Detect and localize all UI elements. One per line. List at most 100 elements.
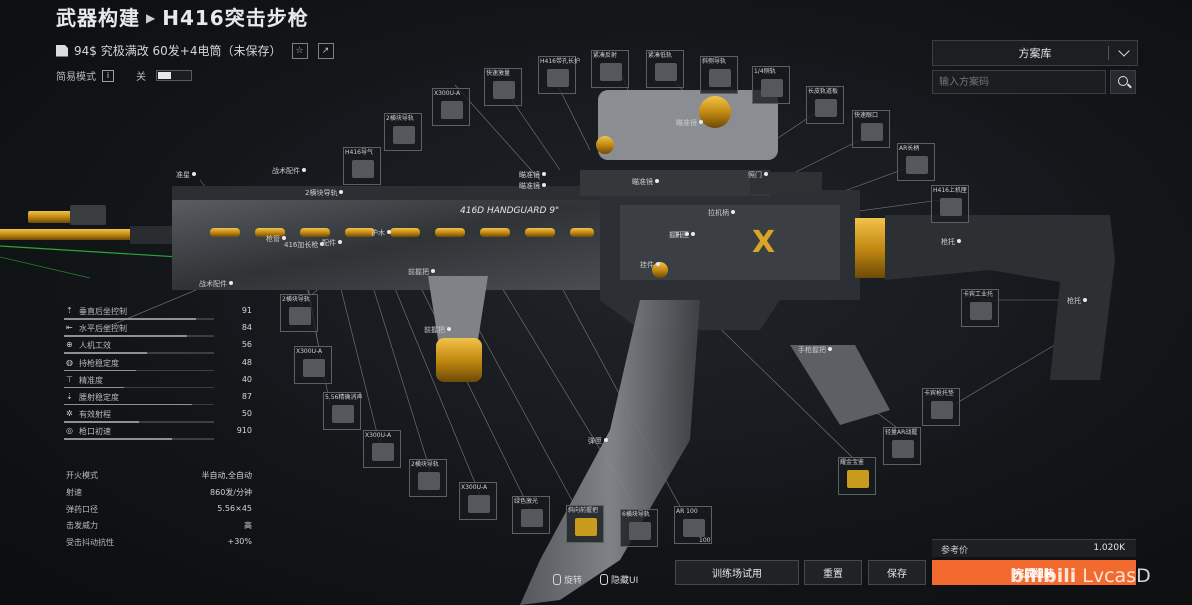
part-slot[interactable]: 紧凑反射	[591, 50, 629, 88]
stat-bar	[64, 421, 214, 423]
tag-stock[interactable]: 枪托	[941, 237, 961, 247]
part-slot[interactable]: 斜侧导轨	[700, 56, 738, 94]
flashlight-icon	[372, 443, 394, 461]
hipfire-icon: ⇣	[66, 391, 73, 401]
stat-bar	[64, 386, 214, 389]
range-icon: ✲	[66, 409, 73, 419]
stat-bar	[64, 438, 214, 440]
reference-price-value: 1.020K	[1093, 543, 1125, 553]
tag-rail[interactable]: 2横块导轨	[305, 188, 343, 198]
part-slot[interactable]: 斜向前握把	[566, 505, 604, 543]
chevron-down-icon	[1118, 45, 1130, 57]
angled-rail-icon	[709, 69, 731, 87]
flashlight-icon	[303, 359, 325, 377]
scheme-library-dropdown[interactable]: 方案库	[932, 40, 1138, 66]
property-row: 击发威力高	[66, 521, 252, 531]
tag-scope[interactable]: 瞄准镜	[519, 170, 546, 180]
part-slot[interactable]: 2横块导轨	[384, 113, 422, 151]
part-slot[interactable]: H416导气	[343, 147, 381, 185]
part-slot[interactable]: 2横块导轨	[409, 459, 447, 497]
part-slot[interactable]: 紧凑低轨	[646, 50, 684, 88]
part-slot[interactable]: 5.56精确消声	[323, 392, 362, 430]
tag-scope[interactable]: 瞄准镜	[632, 177, 659, 187]
part-slot[interactable]: 快速眼口	[852, 110, 890, 148]
gas-block-icon	[352, 160, 374, 178]
part-slot[interactable]: 6横块导轨	[620, 509, 658, 547]
dropdown-divider	[1108, 46, 1109, 60]
part-slot[interactable]: AR长柄	[897, 143, 935, 181]
tag-accessory[interactable]: 配件	[322, 238, 342, 248]
muzzle-icon	[493, 81, 515, 99]
build-info: 94$ 究极满改 60发+4电筒（未保存） ☆ ↗	[56, 42, 334, 59]
svg-text:X: X	[752, 225, 775, 260]
part-slot[interactable]: 轻量AR战握	[883, 427, 921, 465]
tag-grip-rod[interactable]: 握杆	[669, 230, 689, 240]
scheme-code-input[interactable]	[932, 70, 1106, 94]
low-rail-icon	[655, 63, 677, 81]
part-slot[interactable]: 长皮轨道板	[806, 86, 844, 124]
part-slot[interactable]: H416带孔长护	[538, 56, 580, 94]
tag-handguard[interactable]: 护木	[371, 228, 391, 238]
part-slot[interactable]: 卡宾枪托垫	[922, 388, 960, 426]
tag-rear-sight[interactable]: 照门	[748, 170, 768, 180]
rail-block-icon	[289, 307, 311, 325]
horizontal-recoil-icon: ⇤	[66, 323, 73, 333]
tag-magazine[interactable]: 弹匣	[588, 436, 608, 446]
info-icon[interactable]: i	[102, 69, 114, 82]
part-slot[interactable]: 快速激量	[484, 68, 522, 106]
training-range-button[interactable]: 训练场试用	[675, 560, 799, 585]
mouse-icon	[600, 574, 608, 585]
part-slot[interactable]: 1/4侧轨	[752, 66, 790, 104]
part-slot[interactable]: X300U-A	[432, 88, 470, 126]
tag-scope[interactable]: 瞄准镜	[519, 181, 546, 191]
finish-assembly-button[interactable]: 完成组装	[932, 560, 1136, 585]
part-slot[interactable]: X300U-A	[294, 346, 332, 384]
tag-foregrip[interactable]: 前握把	[424, 325, 451, 335]
simple-mode-toggle[interactable]	[156, 70, 192, 81]
tag-front-sight[interactable]: 准星	[176, 170, 196, 180]
tag-extended-barrel[interactable]: 416加长枪	[284, 240, 324, 250]
stock-icon	[970, 302, 992, 320]
rail-engraving: 416D HANDGUARD 9"	[460, 206, 559, 216]
magazine-icon	[683, 519, 705, 537]
reset-button[interactable]: 重置	[804, 560, 862, 585]
part-slot[interactable]: 绿色激光	[512, 496, 550, 534]
tag-pistol-grip[interactable]: 手枪握把	[798, 345, 832, 355]
handguard-icon	[547, 69, 569, 87]
search-button[interactable]	[1110, 70, 1136, 94]
share-icon[interactable]: ↗	[317, 42, 334, 59]
part-slot[interactable]: H416上机匣	[931, 185, 969, 223]
tag-foregrip[interactable]: 前握把	[408, 267, 435, 277]
part-slot[interactable]: X300U-A	[363, 430, 401, 468]
flashlight-icon	[468, 495, 490, 513]
part-slot[interactable]: X300U-A	[459, 482, 497, 520]
tag-tactical[interactable]: 战术配件	[199, 279, 233, 289]
part-slot[interactable]: 2横块导轨	[280, 294, 318, 332]
stat-bar	[64, 403, 214, 406]
watermark-name: LvcasD	[1082, 565, 1151, 587]
part-slot[interactable]: 卡宾工业托	[961, 289, 999, 327]
tag-scope[interactable]: 瞄准镜	[676, 118, 703, 128]
tag-tactical[interactable]: 战术配件	[272, 166, 306, 176]
favorite-star-icon[interactable]: ☆	[291, 42, 308, 59]
stat-bar	[64, 369, 214, 372]
suppressor-icon	[332, 405, 354, 423]
save-button[interactable]: 保存	[868, 560, 926, 585]
part-slot[interactable]: 耀金宝鉴	[838, 457, 876, 495]
tag-stock[interactable]: 枪托	[1067, 296, 1087, 306]
laser-icon	[521, 509, 543, 527]
tag-charm[interactable]: 挂件	[640, 260, 660, 270]
tag-charging-handle[interactable]: 拉机柄	[708, 208, 735, 218]
tag-barrel[interactable]: 枪管	[266, 234, 286, 244]
scheme-library-label: 方案库	[1018, 47, 1052, 60]
